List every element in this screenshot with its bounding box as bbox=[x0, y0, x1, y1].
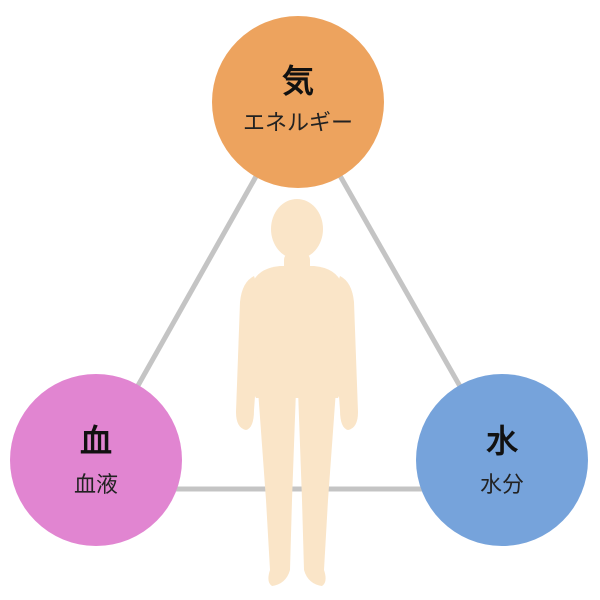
node-ki: 気 エネルギー bbox=[212, 16, 384, 188]
figure-left-leg bbox=[258, 390, 296, 586]
node-sui-circle bbox=[416, 374, 588, 546]
figure-right-leg bbox=[298, 390, 336, 586]
node-ketsu-title: 血 bbox=[80, 422, 112, 460]
node-ki-circle bbox=[212, 16, 384, 188]
figure-right-arm bbox=[332, 276, 358, 430]
node-ketsu-subtitle: 血液 bbox=[74, 473, 118, 498]
node-ketsu: 血 血液 bbox=[10, 374, 182, 546]
node-sui-subtitle: 水分 bbox=[480, 473, 524, 498]
figure-left-arm bbox=[236, 276, 262, 430]
node-sui: 水 水分 bbox=[416, 374, 588, 546]
node-ki-title: 気 bbox=[282, 62, 314, 100]
figure-torso bbox=[248, 266, 346, 398]
node-ki-subtitle: エネルギー bbox=[243, 111, 353, 136]
node-sui-title: 水 bbox=[486, 422, 519, 460]
node-ketsu-circle bbox=[10, 374, 182, 546]
human-figure-icon bbox=[236, 199, 358, 586]
figure-head bbox=[271, 199, 323, 259]
